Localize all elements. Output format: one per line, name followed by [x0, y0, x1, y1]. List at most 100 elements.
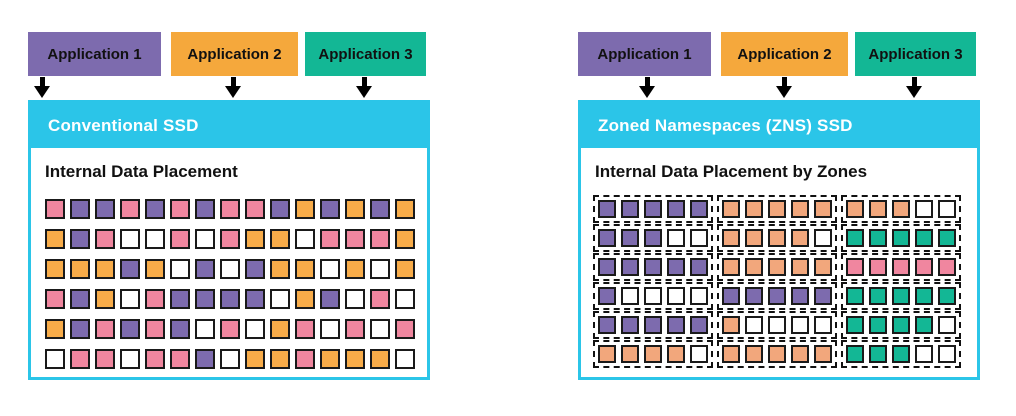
data-block-salmon: [791, 345, 809, 363]
data-block-white: [667, 229, 685, 247]
data-block-pink: [120, 199, 140, 219]
data-block-purple: [722, 287, 740, 305]
data-block-white: [938, 345, 956, 363]
zns-ssd-title: Zoned Namespaces (ZNS) SSD: [598, 115, 853, 135]
data-block-orange: [70, 259, 90, 279]
data-block-pink: [345, 229, 365, 249]
data-block-teal: [869, 229, 887, 247]
data-block-orange: [245, 349, 265, 369]
data-block-pink: [395, 319, 415, 339]
data-block-pink: [220, 229, 240, 249]
data-block-pink: [320, 229, 340, 249]
zone-box: [717, 340, 837, 368]
data-block-white: [320, 259, 340, 279]
zone-box: [841, 195, 961, 223]
data-block-pink: [938, 258, 956, 276]
data-block-salmon: [745, 258, 763, 276]
data-block-salmon: [667, 345, 685, 363]
data-block-teal: [892, 229, 910, 247]
data-block-teal: [869, 345, 887, 363]
zone-box: [841, 311, 961, 339]
data-block-white: [915, 345, 933, 363]
zone-box: [593, 340, 713, 368]
data-block-salmon: [722, 345, 740, 363]
data-block-salmon: [814, 345, 832, 363]
zns-zone-grid: [593, 195, 977, 368]
data-block-pink: [892, 258, 910, 276]
data-block-white: [220, 349, 240, 369]
zns-ssd-box: Zoned Namespaces (ZNS) SSD Internal Data…: [578, 100, 980, 380]
data-block-purple: [690, 316, 708, 334]
data-block-purple: [667, 258, 685, 276]
application-1-box: Application 1: [28, 32, 161, 76]
data-block-salmon: [745, 200, 763, 218]
arrow-down-icon: [34, 77, 50, 99]
data-block-teal: [846, 316, 864, 334]
zone-box: [593, 282, 713, 310]
data-block-orange: [270, 259, 290, 279]
data-block-salmon: [745, 229, 763, 247]
zns-ssd-header: Zoned Namespaces (ZNS) SSD: [581, 103, 977, 148]
data-block-orange: [295, 289, 315, 309]
data-block-purple: [245, 259, 265, 279]
arrow-down-icon: [225, 77, 241, 99]
data-block-white: [395, 289, 415, 309]
data-block-orange: [45, 259, 65, 279]
data-block-white: [370, 259, 390, 279]
zone-box: [717, 311, 837, 339]
data-block-purple: [245, 289, 265, 309]
conventional-ssd-title: Conventional SSD: [48, 115, 199, 135]
internal-data-placement-by-zones-title: Internal Data Placement by Zones: [595, 162, 868, 181]
zone-box: [841, 224, 961, 252]
zone-row: [593, 282, 977, 310]
data-block-white: [370, 319, 390, 339]
data-block-pink: [70, 349, 90, 369]
data-block-purple: [598, 200, 616, 218]
data-block-orange: [345, 349, 365, 369]
data-block-pink: [145, 349, 165, 369]
data-block-purple: [195, 259, 215, 279]
zone-box: [717, 282, 837, 310]
data-block-purple: [621, 258, 639, 276]
arrow-down-icon: [356, 77, 372, 99]
data-block-white: [120, 289, 140, 309]
data-block-teal: [915, 287, 933, 305]
data-block-white: [120, 349, 140, 369]
application-1-label: Application 1: [47, 45, 142, 63]
data-block-purple: [195, 349, 215, 369]
data-block-white: [938, 316, 956, 334]
zone-row: [593, 195, 977, 223]
data-block-salmon: [745, 345, 763, 363]
data-block-white: [295, 229, 315, 249]
data-block-purple: [791, 287, 809, 305]
data-block-orange: [270, 319, 290, 339]
data-block-pink: [869, 258, 887, 276]
data-block-white: [395, 349, 415, 369]
data-block-teal: [892, 345, 910, 363]
data-block-orange: [95, 289, 115, 309]
data-block-pink: [145, 289, 165, 309]
data-block-orange: [95, 259, 115, 279]
application-1-box: Application 1: [578, 32, 711, 76]
application-3-label: Application 3: [318, 45, 413, 63]
data-block-white: [145, 229, 165, 249]
data-block-purple: [170, 289, 190, 309]
data-block-pink: [245, 199, 265, 219]
data-block-purple: [598, 229, 616, 247]
data-block-orange: [370, 349, 390, 369]
data-block-salmon: [814, 200, 832, 218]
data-block-pink: [45, 289, 65, 309]
zns-ssd-panel: Application 1 Application 2 Application …: [578, 0, 980, 416]
data-block-pink: [220, 199, 240, 219]
zone-row: [593, 340, 977, 368]
data-block-pink: [345, 319, 365, 339]
arrow-down-icon: [906, 77, 922, 99]
data-block-purple: [814, 287, 832, 305]
data-block-orange: [270, 229, 290, 249]
data-block-orange: [45, 319, 65, 339]
data-block-teal: [915, 229, 933, 247]
data-block-purple: [690, 258, 708, 276]
data-block-salmon: [768, 258, 786, 276]
data-block-teal: [938, 287, 956, 305]
